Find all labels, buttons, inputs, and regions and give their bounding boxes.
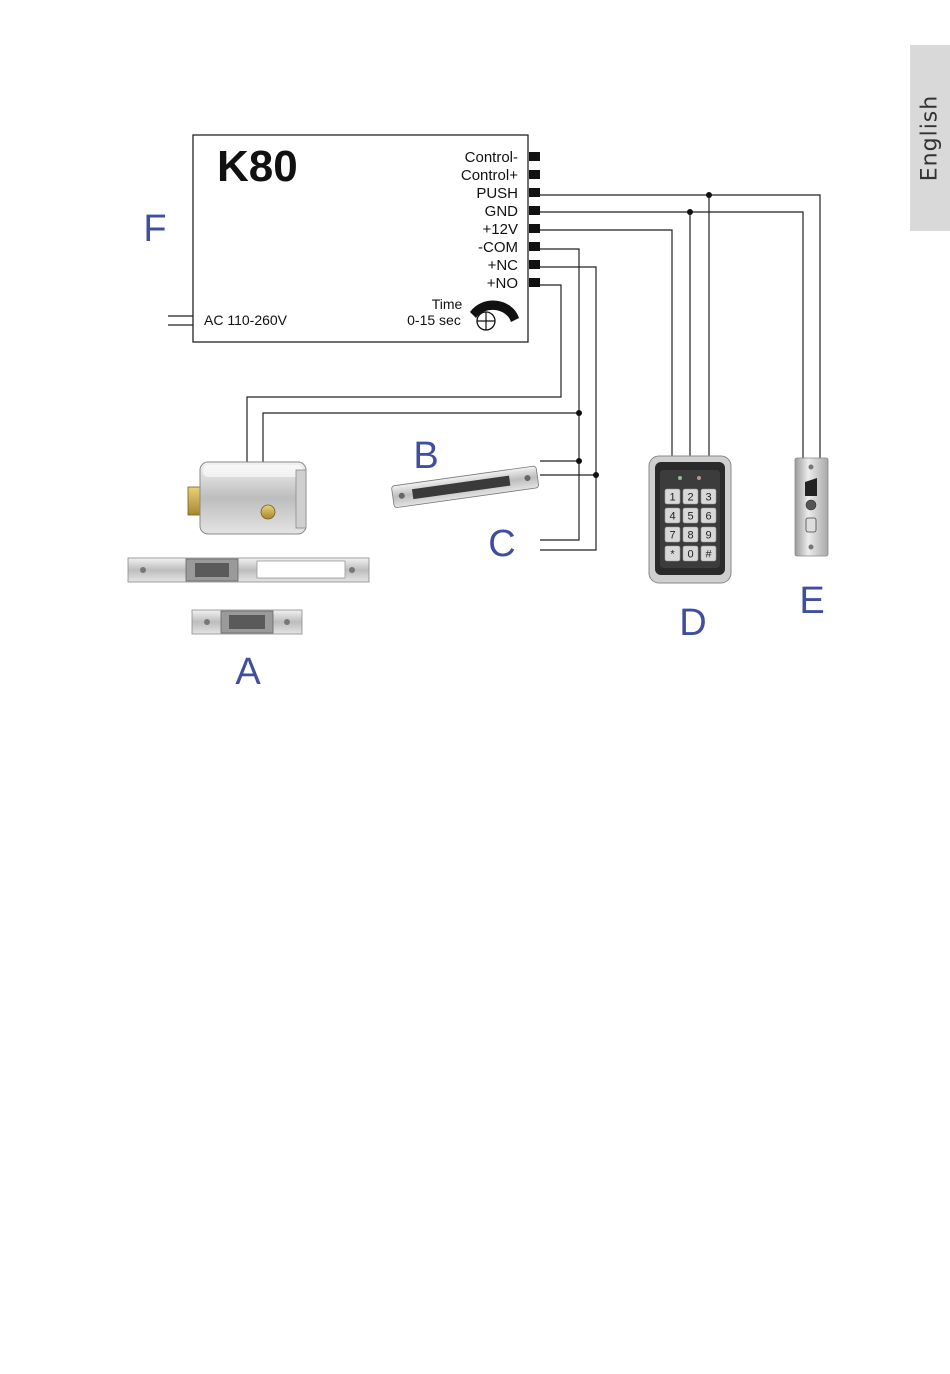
label-c: C	[488, 523, 515, 565]
keypad-key-label: 3	[705, 492, 711, 504]
label-f: F	[143, 208, 166, 250]
keypad-key-label: 5	[687, 511, 693, 523]
keypad-key-label: *	[670, 549, 675, 561]
timer-label: Time	[432, 296, 463, 312]
hand-icon	[806, 518, 816, 532]
terminal-control-plus: Control+	[461, 167, 518, 184]
label-a: A	[235, 651, 261, 693]
keypad-key-label: 9	[705, 530, 711, 542]
electric-lock-a	[188, 462, 306, 534]
timer-range: 0-15 sec	[407, 312, 461, 328]
keypad-key-label: 2	[687, 492, 693, 504]
keypad-key-label: #	[705, 549, 712, 561]
keypad-key-label: 0	[687, 549, 693, 561]
label-e: E	[799, 580, 824, 622]
terminal-control-minus: Control-	[465, 149, 518, 166]
controller-box: K80 Control- Control+ PUSH GND +12V -COM…	[168, 135, 540, 342]
terminal-gnd: GND	[485, 203, 519, 220]
short-strike-plate	[192, 610, 302, 634]
terminal-12v: +12V	[483, 221, 518, 238]
label-d: D	[679, 602, 706, 644]
keypad-key-label: 6	[705, 511, 711, 523]
long-strike-plate	[128, 558, 369, 582]
controller-model: K80	[217, 142, 298, 191]
keypad-key-label: 1	[669, 492, 675, 504]
terminal-nc: +NC	[488, 257, 519, 274]
keypad-key-label: 8	[687, 530, 693, 542]
push-button-icon	[806, 500, 816, 510]
exit-button-e	[795, 458, 828, 556]
keypad-key-label: 7	[669, 530, 675, 542]
label-b: B	[413, 435, 438, 477]
terminal-com: -COM	[478, 239, 518, 256]
power-input-label: AC 110-260V	[204, 312, 288, 328]
keypad-key-label: 4	[669, 511, 675, 523]
terminal-no: +NO	[487, 275, 518, 292]
terminal-push: PUSH	[476, 185, 518, 202]
